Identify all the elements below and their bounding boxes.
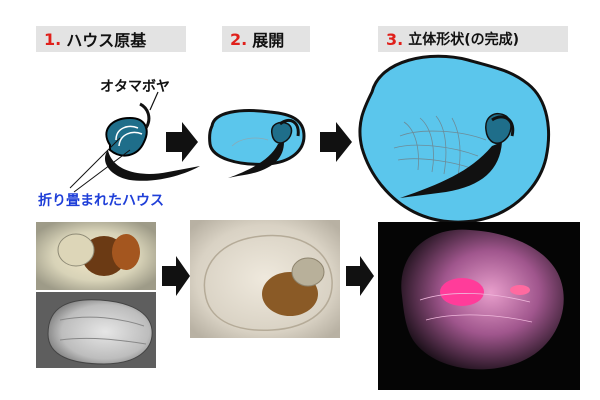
step-3-label: 3. 立体形状(の完成) <box>378 26 568 52</box>
photo-folded-house-light <box>36 222 156 290</box>
step-3-text: 立体形状(の完成) <box>408 32 520 48</box>
step-1-number: 1. <box>44 29 62 49</box>
folded-house-label: 折り畳まれたハウス <box>38 193 164 209</box>
step-1-label: 1. ハウス原基 <box>36 26 186 52</box>
step-3-number: 3. <box>386 29 404 49</box>
photo-folded-house-sem <box>36 292 156 368</box>
step-1-text: ハウス原基 <box>66 31 147 50</box>
stage-1-tadpole-drawing <box>69 91 200 193</box>
arrow-4-right <box>346 256 374 296</box>
photo-complete-house <box>378 222 580 390</box>
arrow-2-right <box>320 122 352 162</box>
step-2-text: 展開 <box>252 31 285 50</box>
photo-expanding-house <box>190 220 340 338</box>
stage-3-house-drawing <box>358 54 551 224</box>
step-2-number: 2. <box>230 29 248 49</box>
arrow-1-right <box>166 122 198 162</box>
step-2-label: 2. 展開 <box>222 26 310 52</box>
organism-label: オタマボヤ <box>100 79 170 95</box>
arrow-3-right <box>162 256 190 296</box>
stage-2-house-drawing <box>208 109 306 178</box>
